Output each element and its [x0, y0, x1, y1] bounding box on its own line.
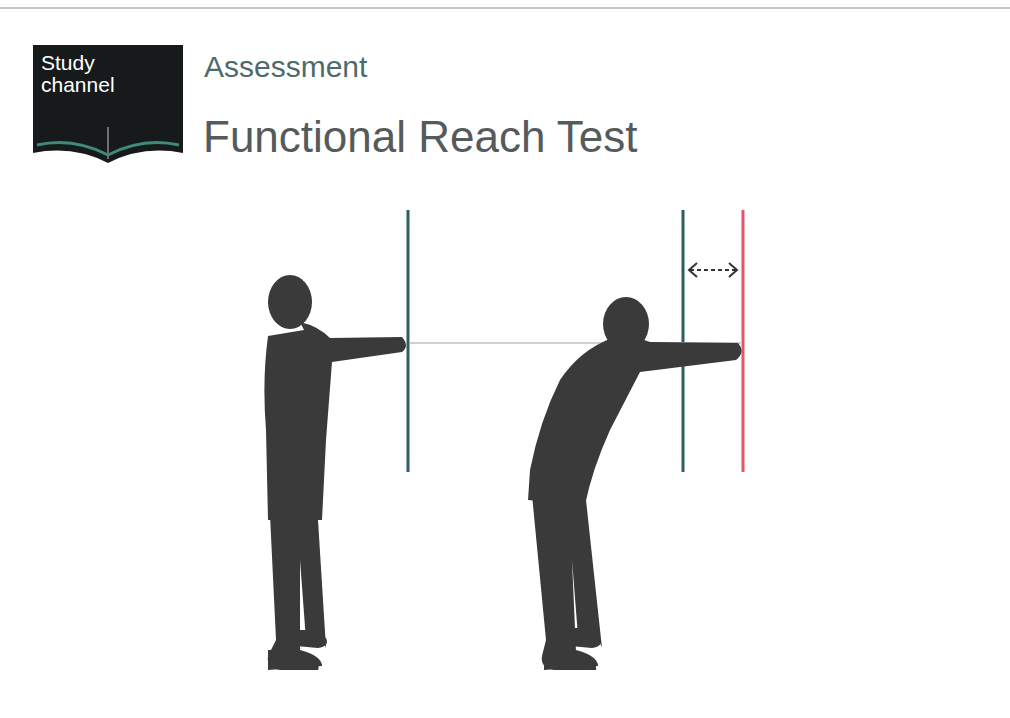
start-line-copy [682, 210, 685, 472]
logo-book: Study channel [33, 45, 183, 170]
start-line [407, 210, 410, 472]
top-border [0, 7, 1010, 9]
leaning-person [528, 297, 742, 670]
reach-line [742, 210, 745, 472]
standing-person [264, 275, 406, 670]
subtitle: Assessment [204, 50, 367, 84]
logo-text: Study channel [33, 45, 145, 103]
reach-distance-arrow [689, 263, 737, 277]
title: Functional Reach Test [203, 112, 638, 162]
